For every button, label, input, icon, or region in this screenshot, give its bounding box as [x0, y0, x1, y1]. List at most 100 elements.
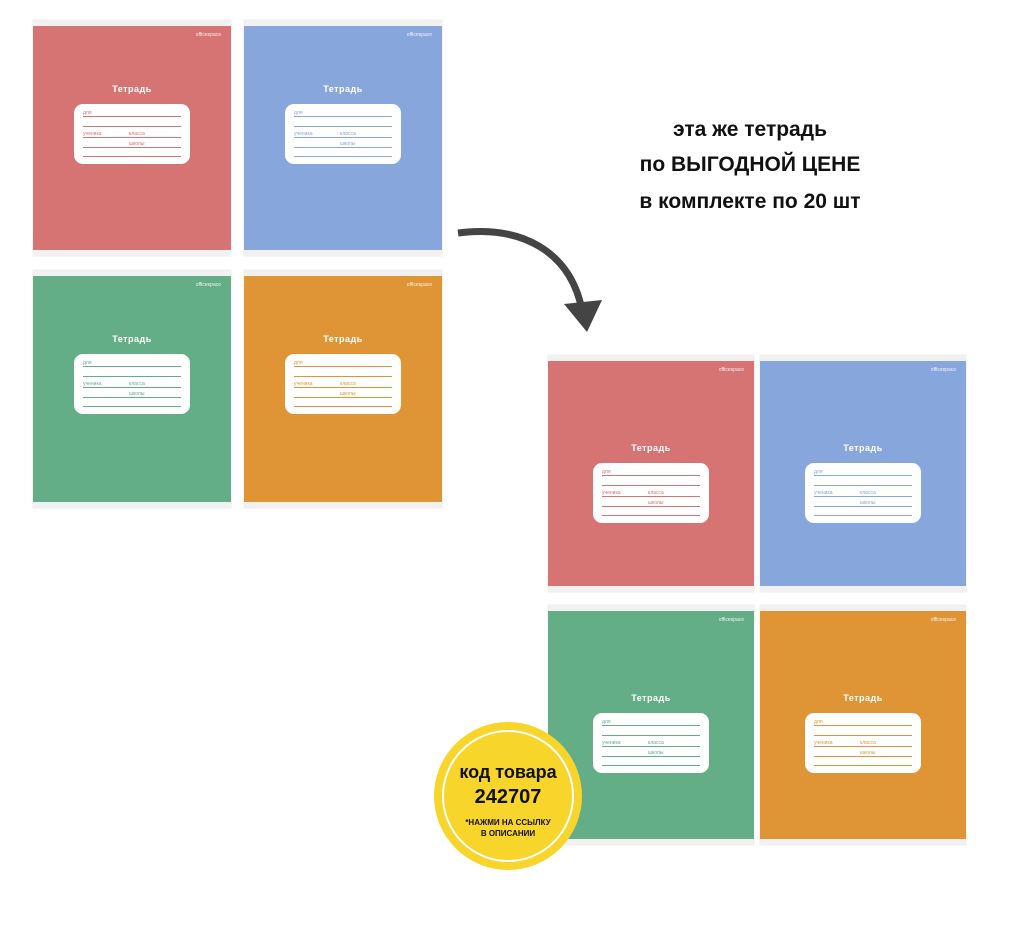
notebook-title: Тетрадь: [631, 693, 671, 703]
label-line: [294, 116, 392, 117]
name-label: для ученика класса школы: [285, 354, 401, 414]
label-line: [83, 376, 181, 377]
label-line: [83, 397, 181, 398]
label-line: [814, 735, 912, 736]
notebook-title: Тетрадь: [323, 84, 363, 94]
label-line: [294, 147, 392, 148]
label-class: класса: [860, 490, 876, 496]
label-line: [814, 765, 912, 766]
brand-logo: officespace: [195, 282, 221, 288]
notebook-orange: officespace Тетрадь для ученика класса ш…: [760, 605, 966, 845]
label-line: [602, 735, 700, 736]
notebook-blue: officespace Тетрадь для ученика класса ш…: [760, 355, 966, 592]
headline-line-2: по ВЫГОДНОЙ ЦЕНЕ: [639, 153, 861, 176]
label-student: ученика: [602, 490, 621, 496]
brand-logo: officespace: [406, 282, 432, 288]
label-line: [83, 366, 181, 367]
label-line: [814, 496, 912, 497]
label-for: для: [83, 360, 92, 366]
brand-logo: officespace: [718, 617, 744, 623]
label-line: [294, 397, 392, 398]
notebook-green: officespace Тетрадь для ученика класса ш…: [33, 270, 231, 508]
label-school: школы: [648, 500, 664, 506]
label-line: [83, 147, 181, 148]
label-class: класса: [129, 381, 145, 387]
label-line: [294, 366, 392, 367]
label-line: [294, 387, 392, 388]
label-line: [83, 406, 181, 407]
name-label: для ученика класса школы: [74, 354, 190, 414]
label-line: [83, 116, 181, 117]
brand-logo: officespace: [195, 32, 221, 38]
label-line: [83, 387, 181, 388]
label-student: ученика: [83, 131, 102, 137]
label-line: [602, 496, 700, 497]
name-label: для ученика класса школы: [593, 463, 709, 523]
label-for: для: [83, 110, 92, 116]
label-school: школы: [129, 391, 145, 397]
badge-note-1: *НАЖМИ НА ССЫЛКУ: [465, 818, 551, 827]
label-line: [294, 156, 392, 157]
label-for: для: [294, 110, 303, 116]
label-student: ученика: [83, 381, 102, 387]
label-line: [602, 485, 700, 486]
notebook-title: Тетрадь: [323, 334, 363, 344]
notebook-orange: officespace Тетрадь для ученика класса ш…: [244, 270, 442, 508]
label-for: для: [814, 719, 823, 725]
label-student: ученика: [814, 490, 833, 496]
label-line: [814, 485, 912, 486]
label-student: ученика: [814, 740, 833, 746]
badge-label: код товара: [459, 762, 557, 782]
notebook-blue: officespace Тетрадь для ученика класса ш…: [244, 20, 442, 256]
notebook-title: Тетрадь: [112, 334, 152, 344]
label-line: [602, 475, 700, 476]
label-school: школы: [648, 750, 664, 756]
headline-line-1: эта же тетрадь: [673, 118, 827, 141]
label-line: [83, 126, 181, 127]
label-line: [294, 126, 392, 127]
brand-logo: officespace: [718, 367, 744, 373]
label-line: [83, 137, 181, 138]
label-for: для: [294, 360, 303, 366]
label-line: [814, 756, 912, 757]
badge-note-2: В ОПИСАНИИ: [480, 829, 536, 838]
label-school: школы: [860, 750, 876, 756]
notebook-title: Тетрадь: [843, 443, 883, 453]
name-label: для ученика класса школы: [74, 104, 190, 164]
headline-line-3: в комплекте по 20 шт: [639, 190, 861, 213]
brand-logo: officespace: [930, 617, 956, 623]
label-student: ученика: [294, 381, 313, 387]
label-line: [602, 515, 700, 516]
notebook-title: Тетрадь: [112, 84, 152, 94]
name-label: для ученика класса школы: [805, 463, 921, 523]
label-line: [294, 406, 392, 407]
label-school: школы: [340, 141, 356, 147]
label-school: школы: [340, 391, 356, 397]
label-for: для: [814, 469, 823, 475]
label-class: класса: [648, 490, 664, 496]
arrow-icon: [457, 228, 602, 332]
label-for: для: [602, 469, 611, 475]
label-class: класса: [340, 381, 356, 387]
product-code-badge[interactable]: код товара 242707 *НАЖМИ НА ССЫЛКУ В ОПИ…: [434, 722, 582, 870]
label-class: класса: [648, 740, 664, 746]
notebook-red: officespace Тетрадь для ученика класса ш…: [33, 20, 231, 256]
label-line: [814, 515, 912, 516]
name-label: для ученика класса школы: [805, 713, 921, 773]
label-line: [294, 376, 392, 377]
label-class: класса: [129, 131, 145, 137]
label-class: класса: [340, 131, 356, 137]
label-school: школы: [129, 141, 145, 147]
label-line: [814, 475, 912, 476]
label-line: [294, 137, 392, 138]
label-student: ученика: [602, 740, 621, 746]
label-line: [83, 156, 181, 157]
notebook-title: Тетрадь: [631, 443, 671, 453]
label-line: [602, 746, 700, 747]
brand-logo: officespace: [406, 32, 432, 38]
name-label: для ученика класса школы: [593, 713, 709, 773]
badge-code: 242707: [474, 786, 542, 808]
label-line: [602, 506, 700, 507]
brand-logo: officespace: [930, 367, 956, 373]
label-line: [602, 725, 700, 726]
